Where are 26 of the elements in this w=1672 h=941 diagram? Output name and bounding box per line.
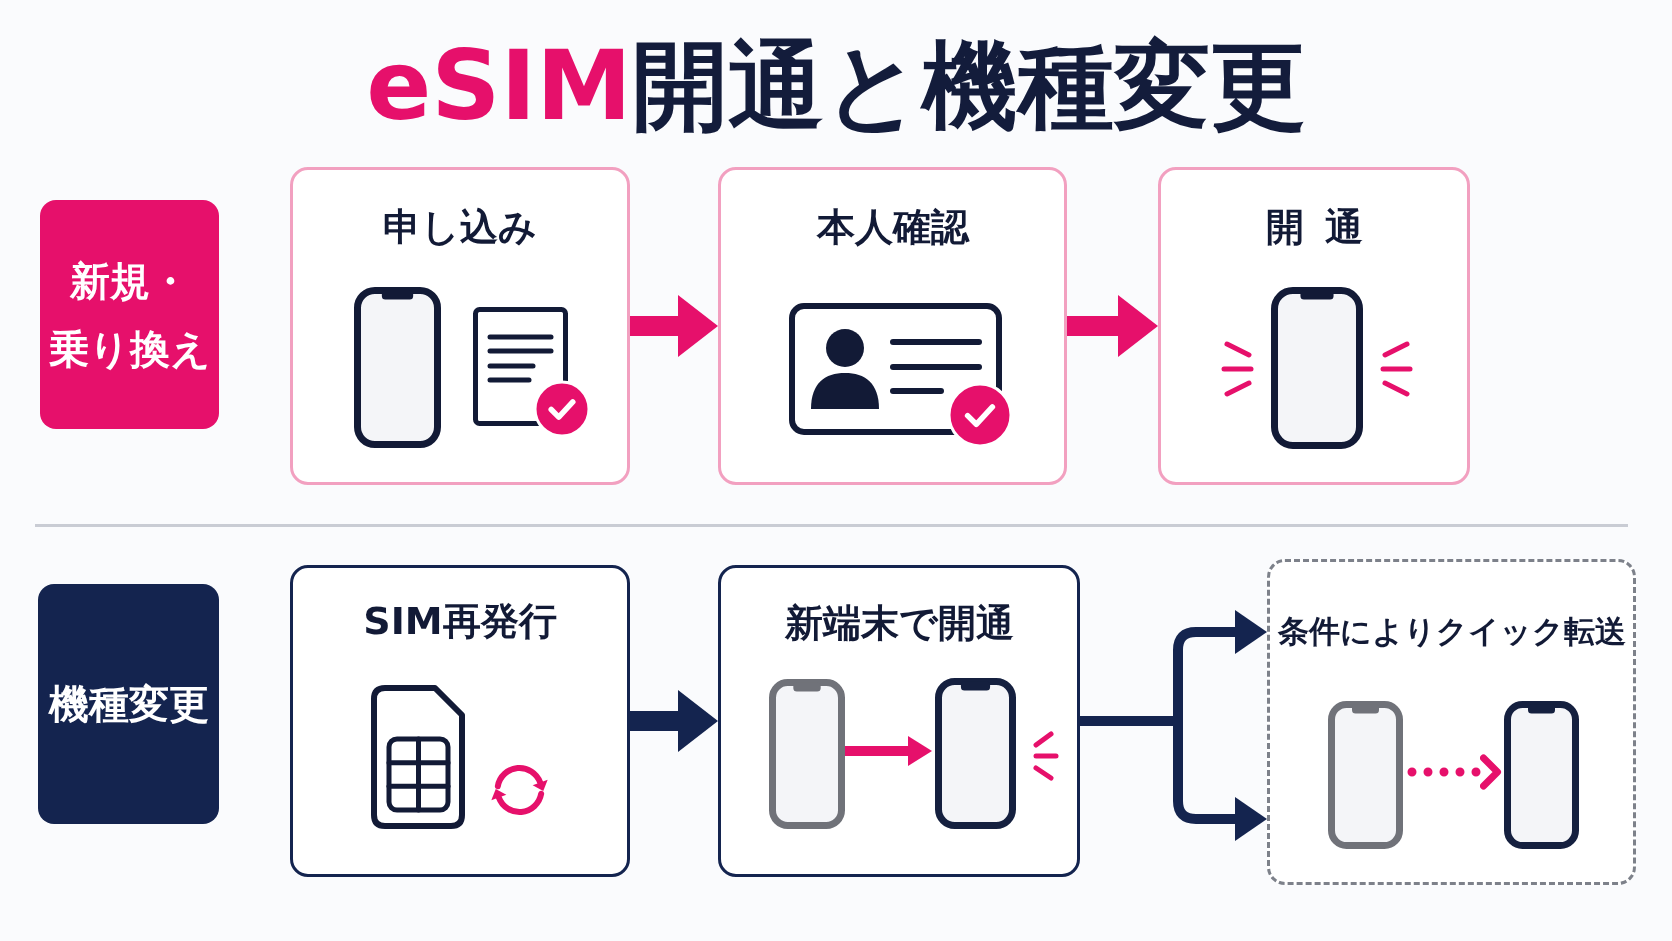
phone-icon <box>935 678 1016 829</box>
title: eSIM開通と機種変更 <box>365 29 1307 144</box>
arrow <box>842 736 932 766</box>
step-title: 条件によりクイック転送 <box>1276 612 1627 651</box>
step-title: SIM再発行 <box>362 598 558 644</box>
arrow <box>1173 610 1267 721</box>
step-box <box>290 565 630 877</box>
connector-line <box>1080 716 1173 726</box>
step-title: 開通 <box>1264 204 1385 250</box>
category-label: 新規・乗り換え <box>40 200 219 429</box>
arrow <box>1067 295 1158 357</box>
step-box <box>1158 167 1470 485</box>
phone-icon <box>1504 701 1579 849</box>
step-title: 申し込み <box>382 204 538 250</box>
phone-icon <box>1328 701 1403 849</box>
step-title: 新端末で開通 <box>783 600 1015 646</box>
category-label: 機種変更 <box>38 584 219 824</box>
step-box <box>290 167 630 485</box>
dashed-box <box>1267 559 1636 885</box>
step-box <box>718 565 1080 877</box>
step-title: 本人確認 <box>815 204 971 250</box>
arrow <box>630 295 718 357</box>
arrow <box>630 690 718 752</box>
step-box <box>718 167 1067 485</box>
phone-icon <box>769 679 845 829</box>
arrow <box>1173 721 1267 841</box>
